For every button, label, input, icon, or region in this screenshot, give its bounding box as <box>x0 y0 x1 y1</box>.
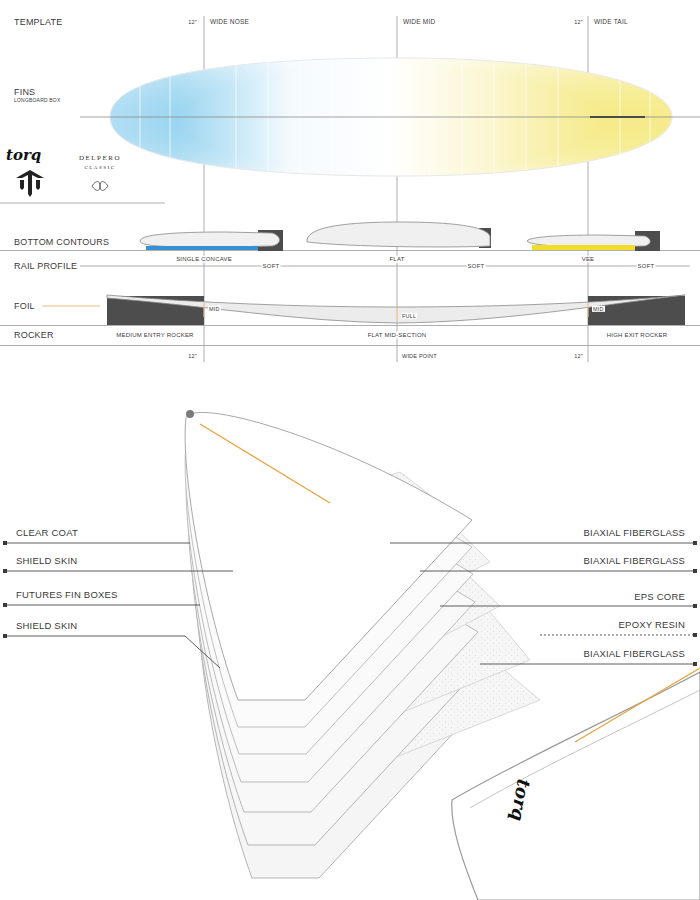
marker-label: WIDE TAIL <box>593 18 629 25</box>
section-label: RAIL PROFILE <box>13 261 78 271</box>
rail-line <box>80 266 690 267</box>
rail-label: SOFT <box>637 263 656 270</box>
marker-label: WIDE NOSE <box>209 18 250 25</box>
callout-label: BIAXIAL FIBERGLASS <box>583 649 686 660</box>
contour-label: VEE <box>581 256 596 263</box>
section-label: FOIL <box>13 301 36 311</box>
tail-piece <box>452 668 700 900</box>
callout-label: SHIELD SKIN <box>15 621 78 632</box>
rocker-label: HIGH EXIT ROCKER <box>606 332 668 339</box>
rocker-label: MEDIUM ENTRY ROCKER <box>115 332 194 339</box>
dimension-label: 12" <box>187 353 198 359</box>
callout-label: CLEAR COAT <box>15 528 79 539</box>
contour-label: FLAT <box>388 256 405 263</box>
note-label: LONGBOARD BOX <box>13 98 62 104</box>
contour-label: SINGLE CONCAVE <box>175 256 233 263</box>
logo-marks <box>16 170 108 197</box>
leader-dots <box>3 541 697 666</box>
dimension-label: 12" <box>573 19 584 25</box>
callout-label: EPOXY RESIN <box>618 620 686 631</box>
leader-lines <box>5 543 695 668</box>
callout-label: SHIELD SKIN <box>15 556 78 567</box>
section-label: FINS <box>13 87 36 97</box>
dimension-label: 12" <box>187 19 198 25</box>
foil-label: FULL <box>401 313 417 319</box>
section-label: ROCKER <box>13 330 55 340</box>
rail-label: SOFT <box>467 263 486 270</box>
callout-label: BIAXIAL FIBERGLASS <box>583 528 686 539</box>
logo-text: DELPERO <box>78 154 122 162</box>
board-template <box>80 50 700 190</box>
section-label: TEMPLATE <box>13 17 63 27</box>
dimension-label: 12" <box>573 353 584 359</box>
foil-label: MID <box>592 306 605 312</box>
rocker-label: FLAT MID-SECTION <box>367 332 428 339</box>
grid-lines <box>0 16 700 362</box>
marker-label: WIDE MID <box>402 18 436 25</box>
logo-text: torq <box>5 147 42 164</box>
callout-label: BIAXIAL FIBERGLASS <box>583 556 686 567</box>
callout-label: EPS CORE <box>633 592 686 603</box>
section-label: BOTTOM CONTOURS <box>13 237 110 247</box>
callout-label: FUTURES FIN BOXES <box>15 590 119 601</box>
marker-label: WIDE POINT <box>401 353 438 359</box>
bottom-contours <box>140 222 660 251</box>
logo-text: CLASSIC <box>83 165 116 171</box>
foil-label: MID <box>208 306 221 312</box>
foil-profile <box>42 295 685 325</box>
rail-label: SOFT <box>262 263 281 270</box>
